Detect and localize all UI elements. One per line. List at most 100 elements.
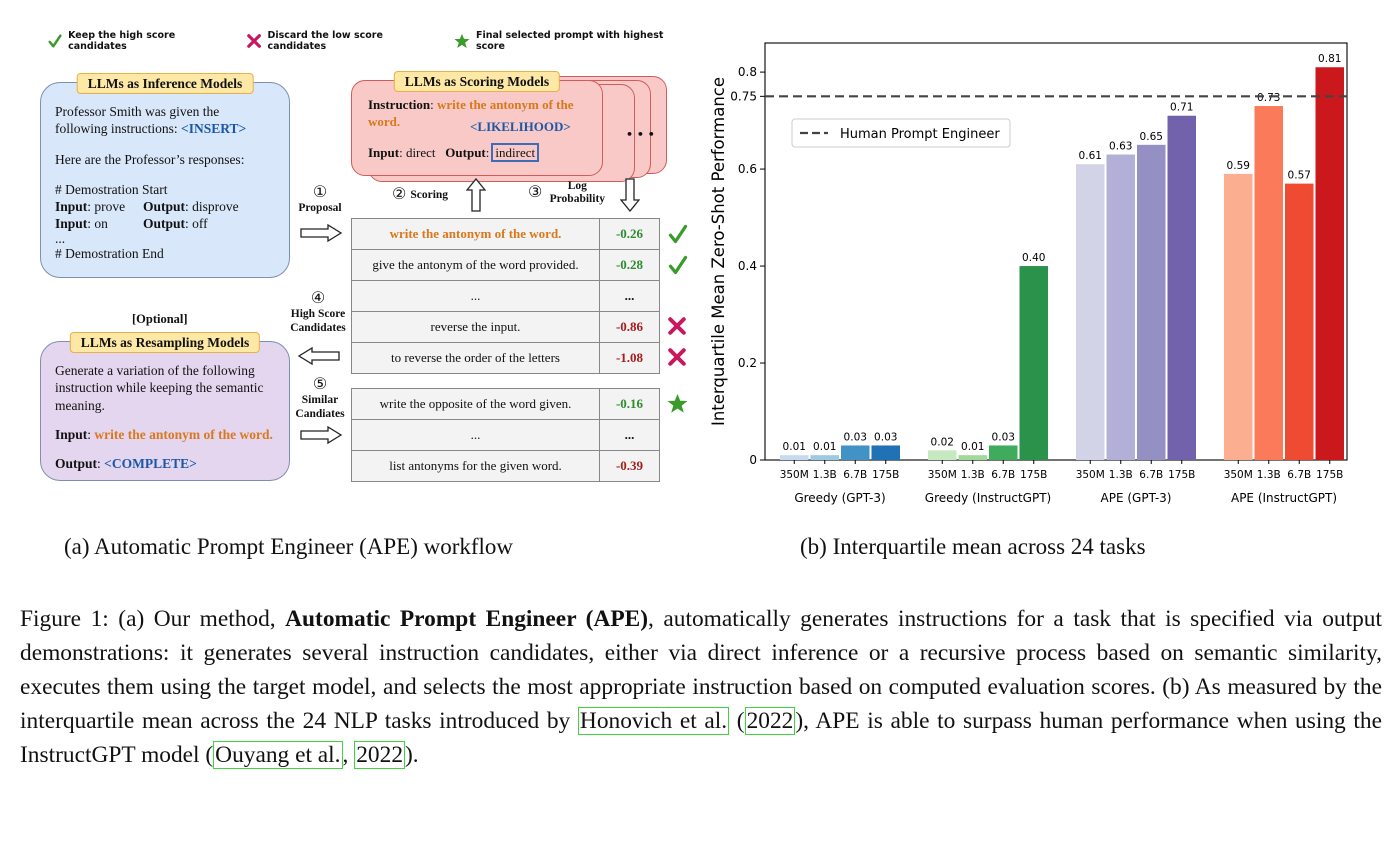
inference-models-box: LLMs as Inference Models Professor Smith… bbox=[40, 73, 290, 278]
bar-value-label: 0.03 bbox=[844, 431, 867, 443]
plot-frame bbox=[764, 42, 1348, 461]
ape-workflow-diagram: Keep the high score candidates Discard t… bbox=[0, 0, 700, 500]
y-tick-label: 0.75 bbox=[730, 89, 757, 103]
x-tick-label: 175B bbox=[1168, 469, 1195, 481]
insert-tag: <INSERT> bbox=[181, 121, 247, 137]
bar bbox=[1019, 266, 1048, 460]
group-label: APE (GPT-3) bbox=[1101, 491, 1172, 505]
citation-ouyang-year[interactable]: 2022 bbox=[354, 741, 406, 769]
arrow-up-icon bbox=[466, 178, 486, 212]
y-tick-label: 0.2 bbox=[738, 356, 757, 370]
arrow-right-icon bbox=[300, 426, 342, 444]
bar bbox=[810, 455, 839, 460]
star-icon bbox=[454, 33, 470, 48]
demo-row: Input: prove Output: disprove bbox=[55, 199, 239, 215]
arrow-right-icon bbox=[300, 224, 342, 242]
bar bbox=[841, 445, 870, 460]
x-tick-label: 350M bbox=[1224, 469, 1253, 481]
bar-value-label: 0.71 bbox=[1170, 102, 1193, 114]
table-row: reverse the input. -0.86 bbox=[352, 311, 659, 342]
scoring-io-line: Input: direct Output:indirect bbox=[368, 143, 540, 162]
bar-value-label: 0.65 bbox=[1140, 131, 1163, 143]
bar-value-label: 0.59 bbox=[1227, 160, 1250, 172]
y-tick-label: 0.8 bbox=[738, 65, 757, 79]
bar-value-label: 0.03 bbox=[874, 431, 897, 443]
legend-label: Human Prompt Engineer bbox=[840, 127, 1000, 142]
bar bbox=[989, 445, 1018, 460]
x-tick-label: 350M bbox=[780, 469, 809, 481]
group-label: Greedy (InstructGPT) bbox=[925, 491, 1051, 505]
cross-icon bbox=[247, 34, 262, 48]
bar bbox=[1137, 144, 1166, 461]
bar-value-label: 0.01 bbox=[783, 441, 806, 453]
legend-final: Final selected prompt with highest score bbox=[454, 30, 670, 52]
resampling-output: Output: <COMPLETE> bbox=[55, 456, 197, 472]
resampling-instruction: Generate a variation of the following in… bbox=[55, 363, 264, 413]
citation-ouyang-author[interactable]: Ouyang et al. bbox=[213, 741, 343, 769]
bar bbox=[1076, 164, 1105, 460]
x-tick-label: 1.3B bbox=[961, 469, 985, 481]
check-icon bbox=[668, 224, 688, 244]
citation-honovich-year[interactable]: 2022 bbox=[744, 707, 796, 735]
check-icon bbox=[668, 255, 688, 275]
figure-caption: Figure 1: (a) Our method, Automatic Prom… bbox=[20, 606, 1382, 769]
x-tick-label: 6.7B bbox=[1139, 469, 1163, 481]
bar-value-label: 0.57 bbox=[1288, 170, 1311, 182]
professor-responses-line: Here are the Professor’s responses: bbox=[55, 151, 245, 167]
resampling-models-title: LLMs as Resampling Models bbox=[69, 332, 261, 354]
star-icon bbox=[667, 394, 688, 413]
bar bbox=[958, 455, 987, 460]
table-row: write the opposite of the word given. -0… bbox=[352, 389, 659, 419]
bar-value-label: 0.81 bbox=[1318, 53, 1341, 65]
y-tick-label: 0.4 bbox=[738, 259, 757, 273]
bar bbox=[1106, 154, 1135, 460]
citation-honovich-author[interactable]: Honovich et al. bbox=[577, 707, 730, 735]
chart-legend-box bbox=[791, 118, 1011, 148]
bar-value-label: 0.02 bbox=[931, 436, 954, 448]
bar bbox=[871, 445, 900, 460]
x-tick-label: 175B bbox=[1020, 469, 1047, 481]
candidate-table-bottom: write the opposite of the word given. -0… bbox=[351, 388, 660, 482]
check-icon bbox=[48, 34, 62, 48]
subcaption-b: (b) Interquartile mean across 24 tasks bbox=[800, 534, 1146, 559]
x-tick-label: 1.3B bbox=[813, 469, 837, 481]
complete-tag: <COMPLETE> bbox=[104, 456, 197, 472]
bar bbox=[1285, 183, 1314, 460]
y-tick-label: 0 bbox=[749, 453, 757, 467]
x-tick-label: 175B bbox=[1316, 469, 1343, 481]
workflow-legend: Keep the high score candidates Discard t… bbox=[48, 30, 700, 52]
x-tick-label: 1.3B bbox=[1109, 469, 1133, 481]
likelihood-tag: <LIKELIHOOD> bbox=[470, 119, 571, 134]
group-label: APE (InstructGPT) bbox=[1231, 491, 1337, 505]
group-label: Greedy (GPT-3) bbox=[794, 491, 885, 505]
candidate-table-top: write the antonym of the word. -0.26 giv… bbox=[351, 218, 660, 374]
demo-ellipsis: ... bbox=[55, 230, 66, 246]
bar bbox=[1224, 173, 1253, 460]
x-tick-label: 1.3B bbox=[1257, 469, 1281, 481]
legend-discard: Discard the low score candidates bbox=[247, 30, 424, 52]
table-row: ... ... bbox=[352, 419, 659, 450]
demo-row: Input: on Output: off bbox=[55, 216, 208, 232]
resampling-input: Input: write the antonym of the word. bbox=[55, 426, 273, 442]
demo-end: # Demostration End bbox=[55, 245, 164, 261]
x-tick-label: 6.7B bbox=[843, 469, 867, 481]
bar bbox=[1315, 67, 1344, 460]
bar-value-label: 0.73 bbox=[1257, 92, 1280, 104]
bar-value-label: 0.61 bbox=[1079, 150, 1102, 162]
more-models-ellipsis: • • • bbox=[626, 128, 655, 141]
scoring-models-title: LLMs as Scoring Models bbox=[393, 71, 561, 93]
table-row: to reverse the order of the letters -1.0… bbox=[352, 342, 659, 373]
table-row: ... ... bbox=[352, 280, 659, 311]
arrow-down-icon bbox=[620, 178, 640, 212]
scoring-instruction: Instruction: write the antonym of the wo… bbox=[368, 97, 574, 129]
inference-instruction-line: Professor Smith was given the following … bbox=[55, 104, 247, 137]
legend-keep-label: Keep the high score candidates bbox=[68, 30, 176, 52]
bar bbox=[780, 455, 809, 460]
table-row: write the antonym of the word. -0.26 bbox=[352, 219, 659, 249]
